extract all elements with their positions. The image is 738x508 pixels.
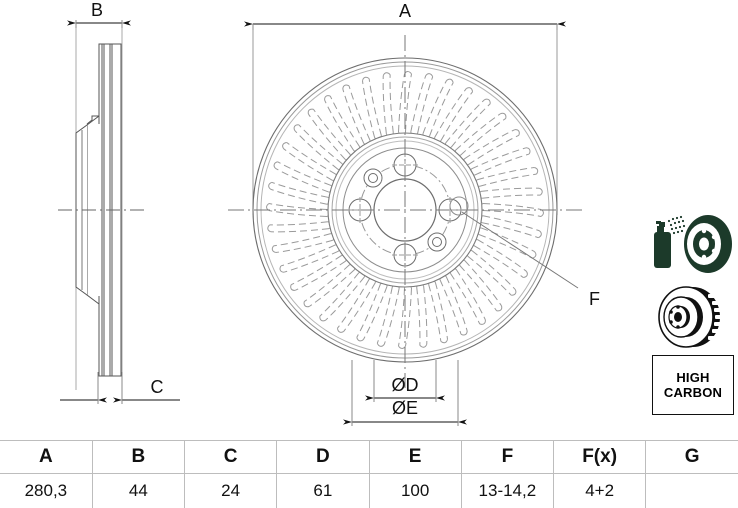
brake-disc-technical-drawing: A B [0, 0, 738, 440]
specification-table: A B C D E F F(x) G 280,3 44 24 61 100 13… [0, 440, 738, 508]
table-value-cell: 280,3 [0, 474, 92, 508]
dimension-OD-label: ØD [392, 375, 419, 395]
table-header-row: A B C D E F F(x) G [0, 441, 738, 474]
high-carbon-line-2: CARBON [664, 385, 722, 400]
dimension-bore-D: ØD [374, 360, 436, 402]
table-value-row: 280,3 44 24 61 100 13-14,2 4+2 [0, 474, 738, 508]
table-header-cell: E [369, 441, 461, 474]
dimension-F-label: F [589, 289, 600, 309]
front-face-view [228, 35, 585, 388]
high-carbon-line-1: HIGH [676, 370, 709, 385]
dimension-C: C [60, 372, 180, 404]
dimension-C-label: C [151, 377, 164, 397]
table-header-cell: F(x) [554, 441, 646, 474]
table-value-cell: 13-14,2 [461, 474, 553, 508]
dimension-A-label: A [399, 1, 411, 21]
table-value-cell: 24 [185, 474, 277, 508]
table-value-cell [646, 474, 738, 508]
table-value-cell: 100 [369, 474, 461, 508]
table-value-cell: 4+2 [554, 474, 646, 508]
table-value-cell: 44 [92, 474, 184, 508]
table-header-cell: C [185, 441, 277, 474]
dimension-B-label: B [91, 0, 103, 20]
table-header-cell: F [461, 441, 553, 474]
high-carbon-badge: HIGH CARBON [652, 355, 734, 415]
vented-disc-3d-icon [648, 285, 734, 349]
feature-icon-column [648, 212, 734, 354]
table-value-cell: 61 [277, 474, 369, 508]
spray-coating-disc-icon [648, 212, 734, 276]
table-header-cell: D [277, 441, 369, 474]
dimension-OE-label: ØE [392, 398, 418, 418]
table-header-cell: B [92, 441, 184, 474]
table-header-cell: A [0, 441, 92, 474]
table-header-cell: G [646, 441, 738, 474]
